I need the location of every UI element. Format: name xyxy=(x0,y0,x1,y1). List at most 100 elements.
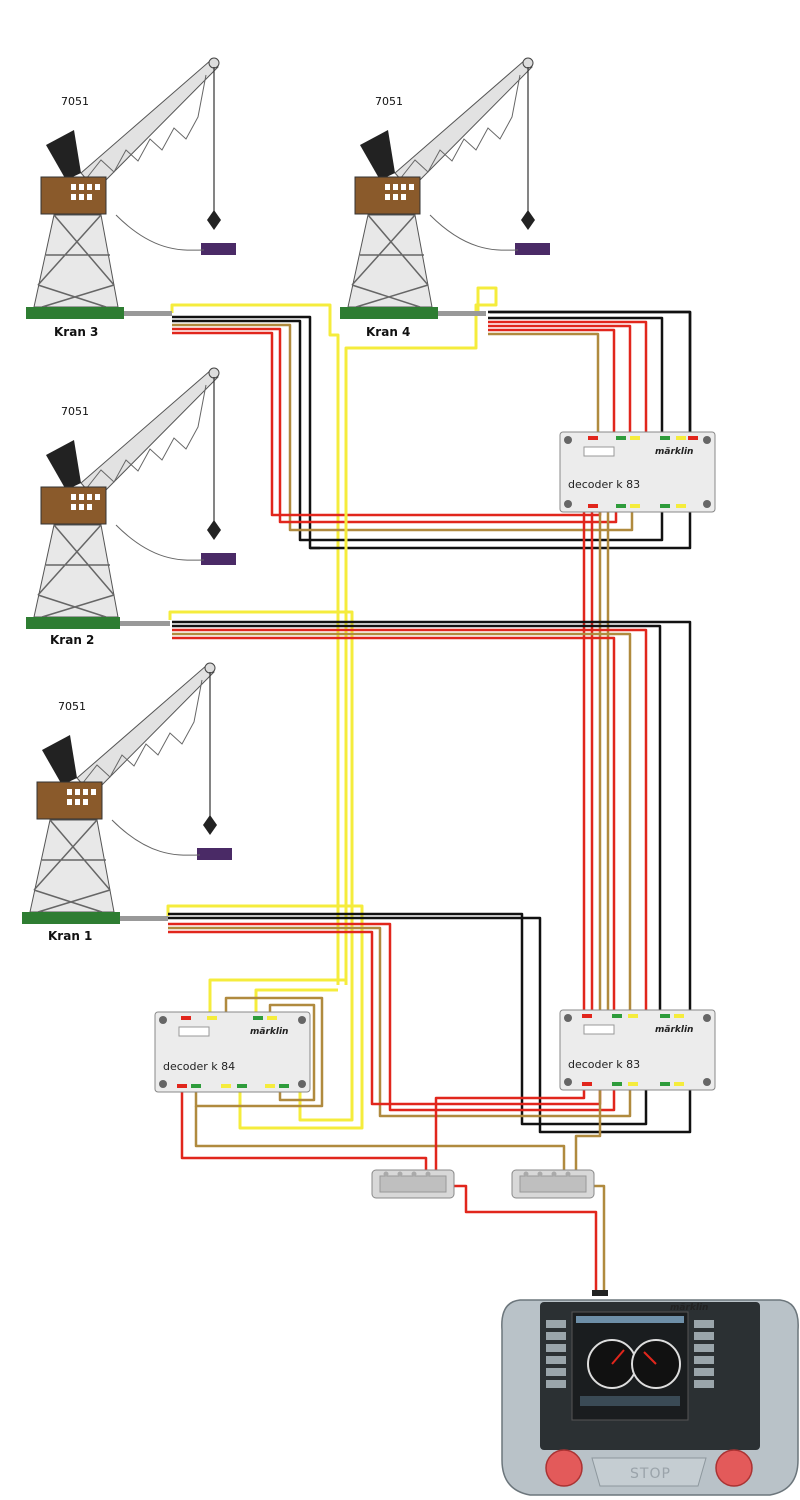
crane-boom xyxy=(394,59,533,191)
terminal xyxy=(582,1082,592,1086)
crane-kran-4: 7051 Kran 4 xyxy=(340,57,550,339)
wire-kran2-yellow xyxy=(168,610,354,1122)
terminal xyxy=(660,504,670,508)
wire-dec-brown-out xyxy=(574,1090,602,1172)
socket-icon xyxy=(383,1171,389,1177)
crane-kran-3: 7051 Kran 3 xyxy=(26,57,236,339)
wires xyxy=(166,286,692,1292)
terminal xyxy=(612,1014,622,1018)
terminal xyxy=(279,1084,289,1088)
gauge-needle xyxy=(611,1349,625,1365)
function-key[interactable] xyxy=(694,1320,714,1328)
throttle-knob-left[interactable] xyxy=(545,1449,583,1487)
crane-connector xyxy=(120,916,168,921)
function-key[interactable] xyxy=(694,1332,714,1340)
crane-power-cable xyxy=(115,524,205,561)
crane-boom xyxy=(80,59,219,191)
terminal xyxy=(221,1084,231,1088)
crane-boom-lattice xyxy=(85,384,207,490)
wire-kran1-yellow xyxy=(166,904,364,1130)
wire-kran4-red3 xyxy=(488,328,616,440)
socket-icon xyxy=(411,1171,417,1177)
address-switch xyxy=(583,1024,615,1035)
socket-icon xyxy=(551,1171,557,1177)
terminal xyxy=(237,1084,247,1088)
crane-model-label: 7051 xyxy=(58,700,86,713)
wire-kran2-red2 xyxy=(172,636,616,1018)
function-key[interactable] xyxy=(694,1344,714,1352)
cab-window xyxy=(87,194,92,200)
cab-window xyxy=(385,194,390,200)
wire-kran4-black2 xyxy=(488,316,664,440)
stop-button[interactable] xyxy=(591,1457,707,1487)
wire-kran4-black xyxy=(488,310,692,440)
terminal xyxy=(660,436,670,440)
crane-load xyxy=(201,243,236,255)
cab-window xyxy=(393,184,398,190)
decoder-body xyxy=(154,1011,311,1093)
terminal xyxy=(207,1016,217,1020)
function-key[interactable] xyxy=(546,1356,566,1364)
decoder-body xyxy=(559,431,716,513)
terminal xyxy=(253,1016,263,1020)
crane-label: Kran 4 xyxy=(366,325,410,339)
crane-power-cable xyxy=(111,819,201,856)
wire-kran3-black2 xyxy=(172,319,664,542)
crane-tower xyxy=(33,524,119,618)
function-key[interactable] xyxy=(694,1356,714,1364)
crane-kran-1: 7051 Kran 1 xyxy=(22,662,232,943)
crane-label: Kran 1 xyxy=(48,929,92,943)
screw-icon xyxy=(564,1078,572,1086)
cab-window xyxy=(95,184,100,190)
gauge-needle xyxy=(643,1351,657,1365)
crane-tower xyxy=(29,819,115,913)
crane-base xyxy=(22,912,120,924)
crane-boom xyxy=(76,664,215,796)
cab-window xyxy=(409,184,414,190)
function-key[interactable] xyxy=(546,1332,566,1340)
terminal xyxy=(582,1014,592,1018)
decoder-body xyxy=(559,1009,716,1091)
screw-icon xyxy=(298,1080,306,1088)
crane-hook xyxy=(203,815,217,835)
function-key[interactable] xyxy=(694,1380,714,1388)
cab-window xyxy=(401,184,406,190)
wire-kran2-red xyxy=(172,628,648,1018)
cab-window xyxy=(75,799,80,805)
wire-k84-top-yellow xyxy=(208,978,346,1018)
cab-window xyxy=(87,504,92,510)
crane-connector xyxy=(438,311,486,316)
central-station: märklin STOP xyxy=(501,1290,799,1496)
crane-pulley xyxy=(204,662,216,674)
wire-dec-red-out xyxy=(434,1090,586,1172)
plate-contacts xyxy=(519,1175,587,1193)
wire-k84-brown-out xyxy=(194,1106,566,1172)
function-key[interactable] xyxy=(694,1368,714,1376)
wire-dist-red-out xyxy=(452,1184,598,1292)
connector-plug xyxy=(592,1290,608,1296)
terminal xyxy=(674,1014,684,1018)
throttle-knob-right[interactable] xyxy=(715,1449,753,1487)
screw-icon xyxy=(564,1014,572,1022)
socket-icon xyxy=(425,1171,431,1177)
crane-tower-bracing xyxy=(351,214,429,308)
wire-kran2-brown xyxy=(172,632,632,1018)
crane-counterweight xyxy=(46,440,81,490)
cab-window xyxy=(87,494,92,500)
screw-icon xyxy=(703,1078,711,1086)
cab-window xyxy=(67,789,72,795)
function-key[interactable] xyxy=(546,1320,566,1328)
decoder-label: decoder k 83 xyxy=(568,478,640,491)
function-key[interactable] xyxy=(546,1344,566,1352)
function-key[interactable] xyxy=(546,1380,566,1388)
decoder-label: decoder k 84 xyxy=(163,1060,235,1073)
screw-icon xyxy=(564,500,572,508)
crane-cab xyxy=(36,781,103,820)
terminal xyxy=(267,1016,277,1020)
terminal xyxy=(265,1084,275,1088)
crane-label: Kran 3 xyxy=(54,325,98,339)
cab-window xyxy=(385,184,390,190)
wire-kran4-red xyxy=(488,320,648,440)
wire-kran2-black2 xyxy=(172,624,662,1018)
function-key[interactable] xyxy=(546,1368,566,1376)
